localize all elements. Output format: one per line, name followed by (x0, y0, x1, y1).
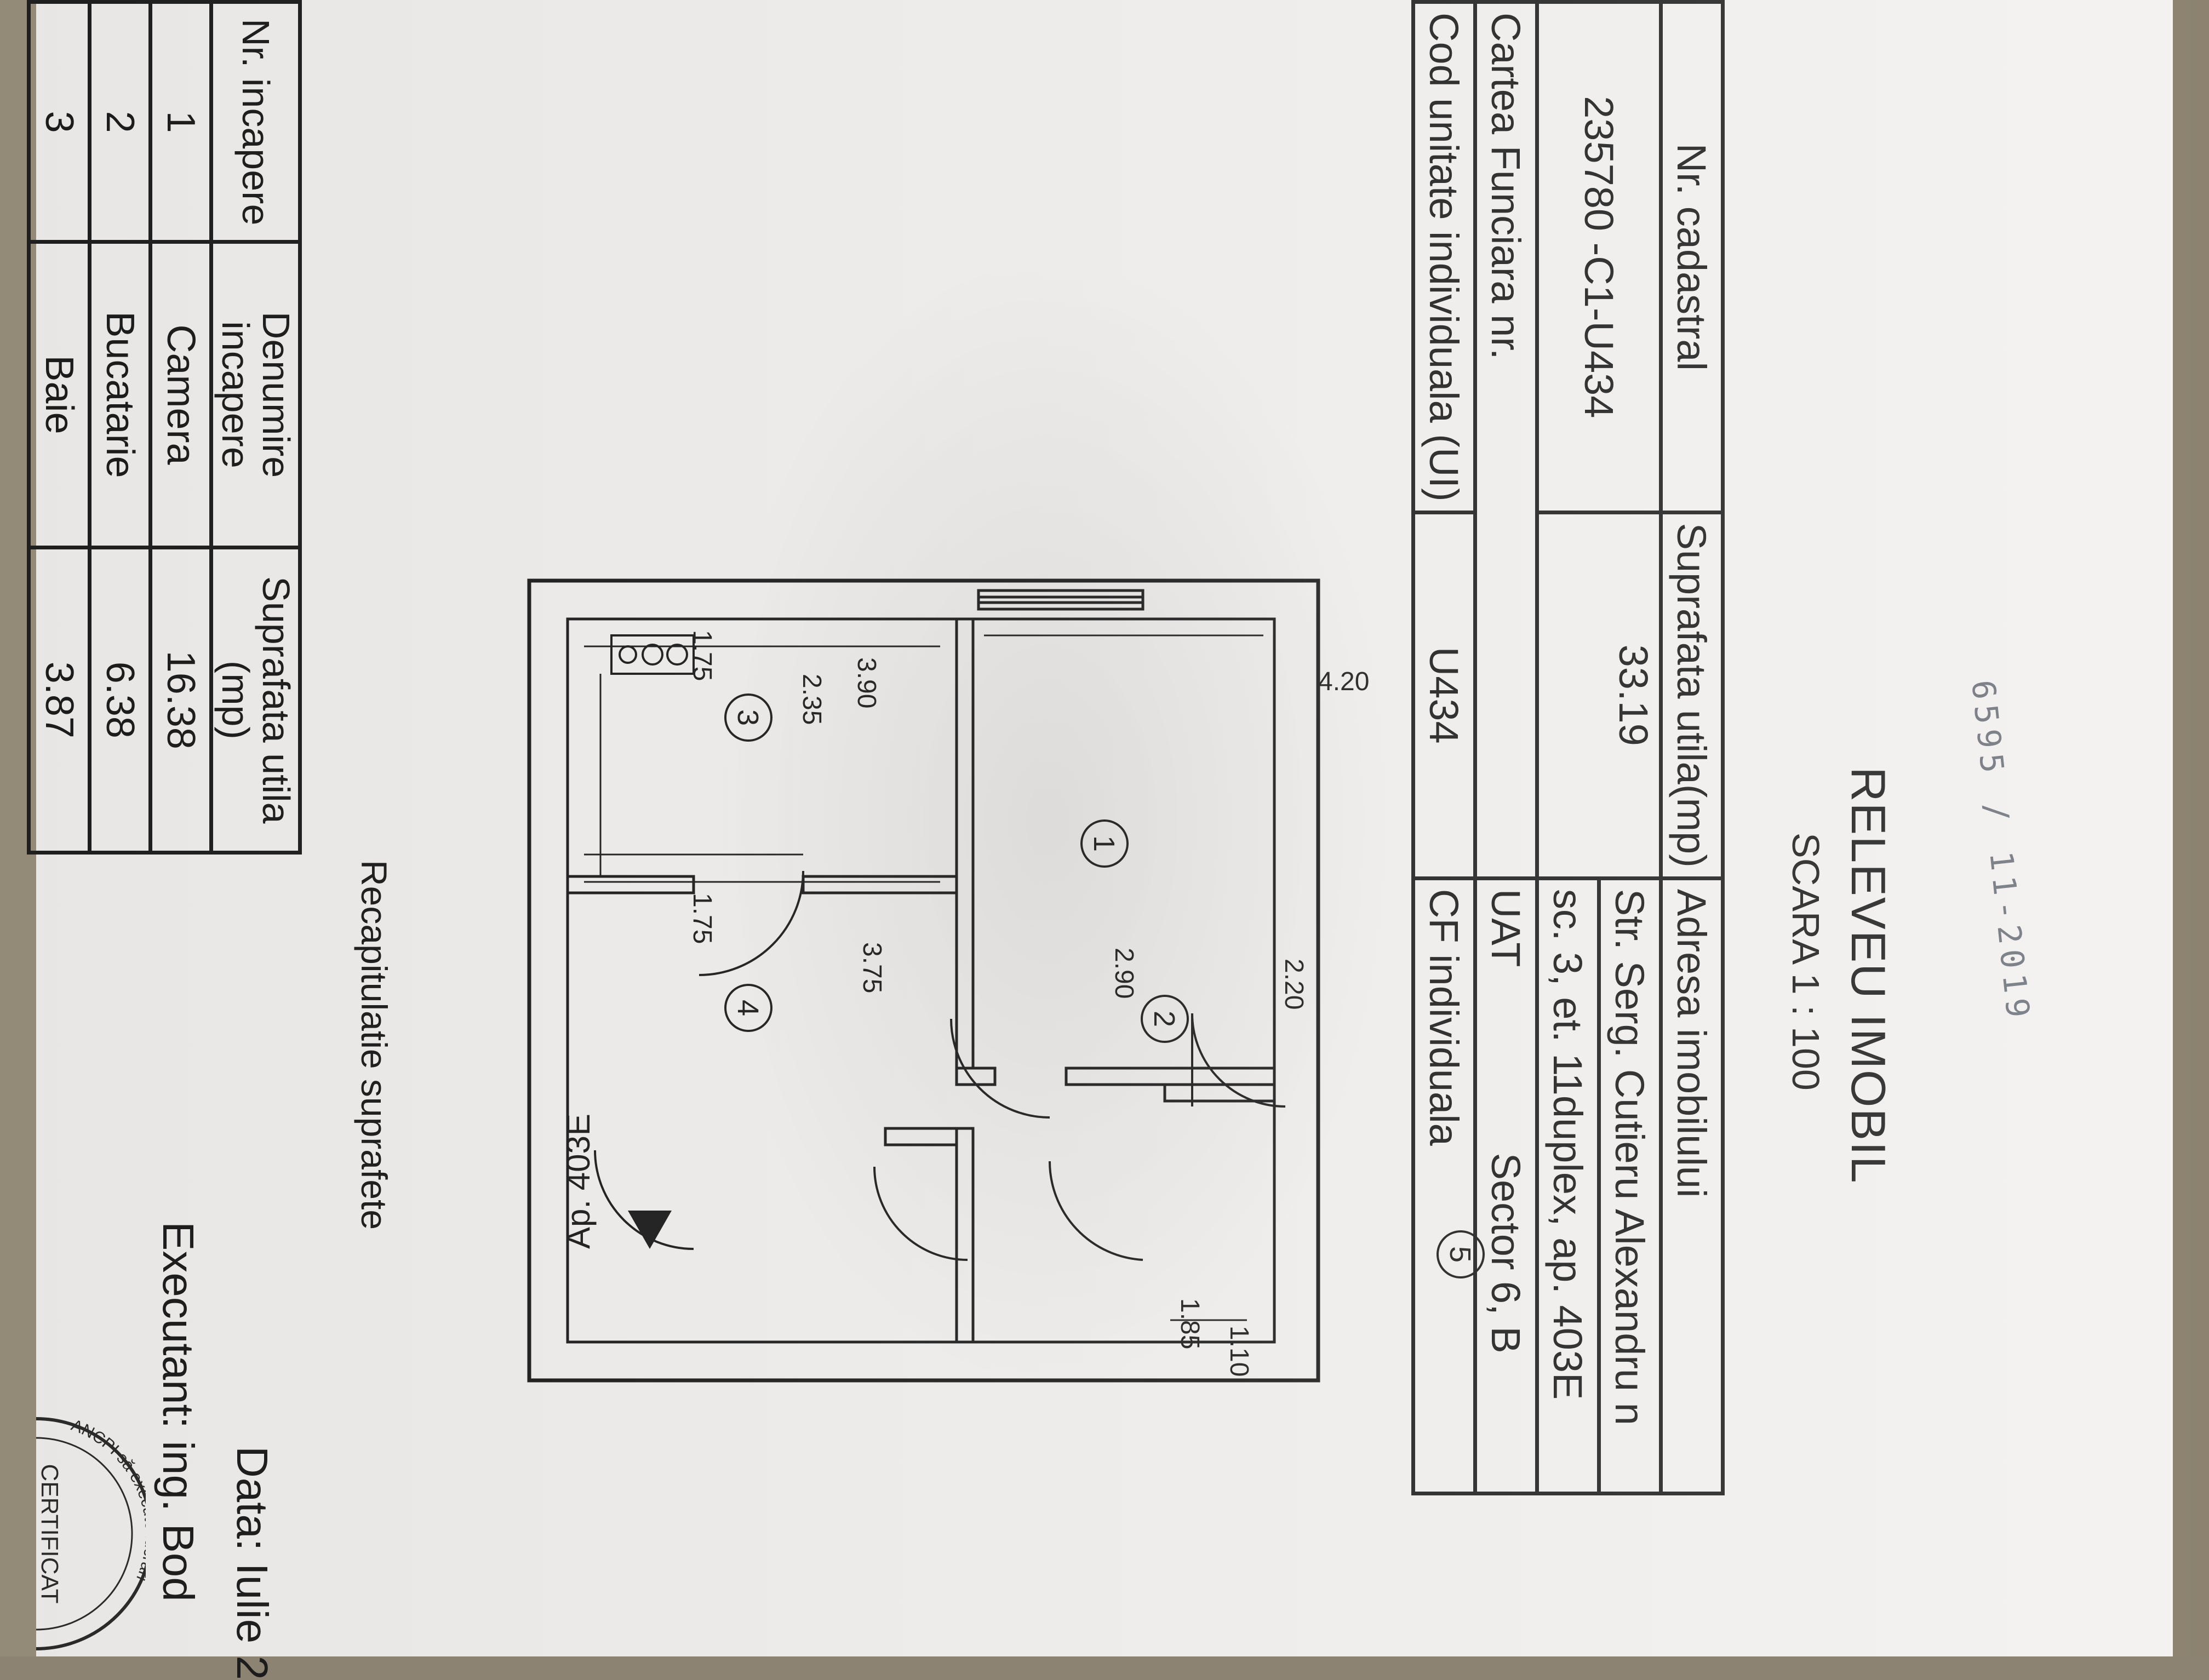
recap-title: Recapitulatie suprafete (354, 860, 394, 1230)
recap-cell: 2 (89, 2, 151, 242)
room-number-5: 5 (1444, 1246, 1477, 1263)
stamp-main-text: CERTIFICAT (36, 1464, 63, 1603)
recap-cell: 6.38 (89, 547, 151, 853)
recap-cell: 3.87 (28, 547, 90, 853)
footer-date: Data: Iulie 2 (228, 1446, 277, 1680)
room-number-4: 4 (731, 1000, 764, 1016)
room-number-3: 3 (731, 709, 764, 726)
table-row: 2 Bucatarie 6.38 (89, 2, 151, 853)
recap-cell: Baie (28, 242, 90, 548)
recap-cell: 1 (150, 2, 211, 242)
room-number-1: 1 (1088, 835, 1120, 852)
inner-wall-line (566, 617, 1276, 1344)
table-row: 1 Camera 16.38 (150, 2, 211, 853)
room-1-circle (1080, 819, 1129, 868)
dim-185: 1.85 (1175, 1298, 1204, 1349)
room-3-circle (724, 693, 772, 742)
table-row: 3 Baie 3.87 (28, 2, 90, 853)
window-left (977, 589, 1144, 611)
dim-290: 2.90 (1109, 948, 1138, 999)
dim-235: 2.35 (797, 674, 826, 725)
recap-cell: Bucatarie (89, 242, 151, 548)
door-swings (594, 870, 1286, 1261)
footer-executant: Executant: ing. Bod (154, 1222, 203, 1602)
document-sheet: 6595 / 11-2019 RELEVEU IMOBIL SCARA 1 : … (28, 0, 2173, 1680)
certification-stamp: ANCPI să execute lucrări CERTIFICAT (36, 1416, 146, 1650)
stove-icon (610, 634, 695, 675)
partition-wall-4 (955, 1067, 997, 1086)
partition-wall-2 (955, 1127, 975, 1344)
table-header-row: Nr. incapere Denumire incapere Suprafata… (211, 2, 300, 853)
room-2-circle (1141, 995, 1189, 1043)
partition-wall-7 (566, 875, 695, 895)
room-5-circle (1437, 1230, 1485, 1278)
room-number-2: 2 (1148, 1011, 1181, 1027)
recap-cell: 3 (28, 2, 90, 242)
floor-plan: 4.20 3.90 3.75 2.35 1.75 1.75 2.90 2.20 … (527, 578, 1485, 1383)
dim-420: 4.20 (1318, 667, 1369, 696)
dim-175b: 1.75 (688, 893, 717, 944)
dim-175a: 1.75 (688, 630, 717, 681)
partition-wall-6 (802, 875, 958, 895)
recap-header-suprafata: Suprafata utila (mp) (211, 547, 300, 853)
dim-220: 2.20 (1279, 959, 1308, 1010)
dimension-lines (584, 634, 1263, 1321)
partition-wall-1 (955, 617, 975, 1070)
dim-375: 3.75 (857, 942, 886, 993)
recap-table: Nr. incapere Denumire incapere Suprafata… (27, 0, 302, 855)
recap-header-denumire: Denumire incapere (211, 242, 300, 548)
entrance-arrow-icon (628, 1211, 672, 1249)
stamp-arc-text: ANCPI să execute lucrări (68, 1416, 146, 1584)
room-4-circle (724, 984, 772, 1032)
dim-390: 3.90 (852, 657, 881, 708)
recap-header-nr: Nr. incapere (211, 2, 300, 242)
apartment-label: Ap. 403E (560, 1114, 597, 1249)
dim-110: 1.10 (1224, 1326, 1254, 1377)
svg-text:ANCPI să execute lucrări: ANCPI să execute lucrări (68, 1416, 146, 1584)
recap-cell: 16.38 (150, 547, 211, 853)
recap-cell: Camera (150, 242, 211, 548)
outer-wall (527, 578, 1320, 1383)
partition-wall-9 (884, 1127, 958, 1146)
partition-wall-8 (1163, 1083, 1276, 1103)
partition-wall-3 (1065, 1067, 1276, 1086)
